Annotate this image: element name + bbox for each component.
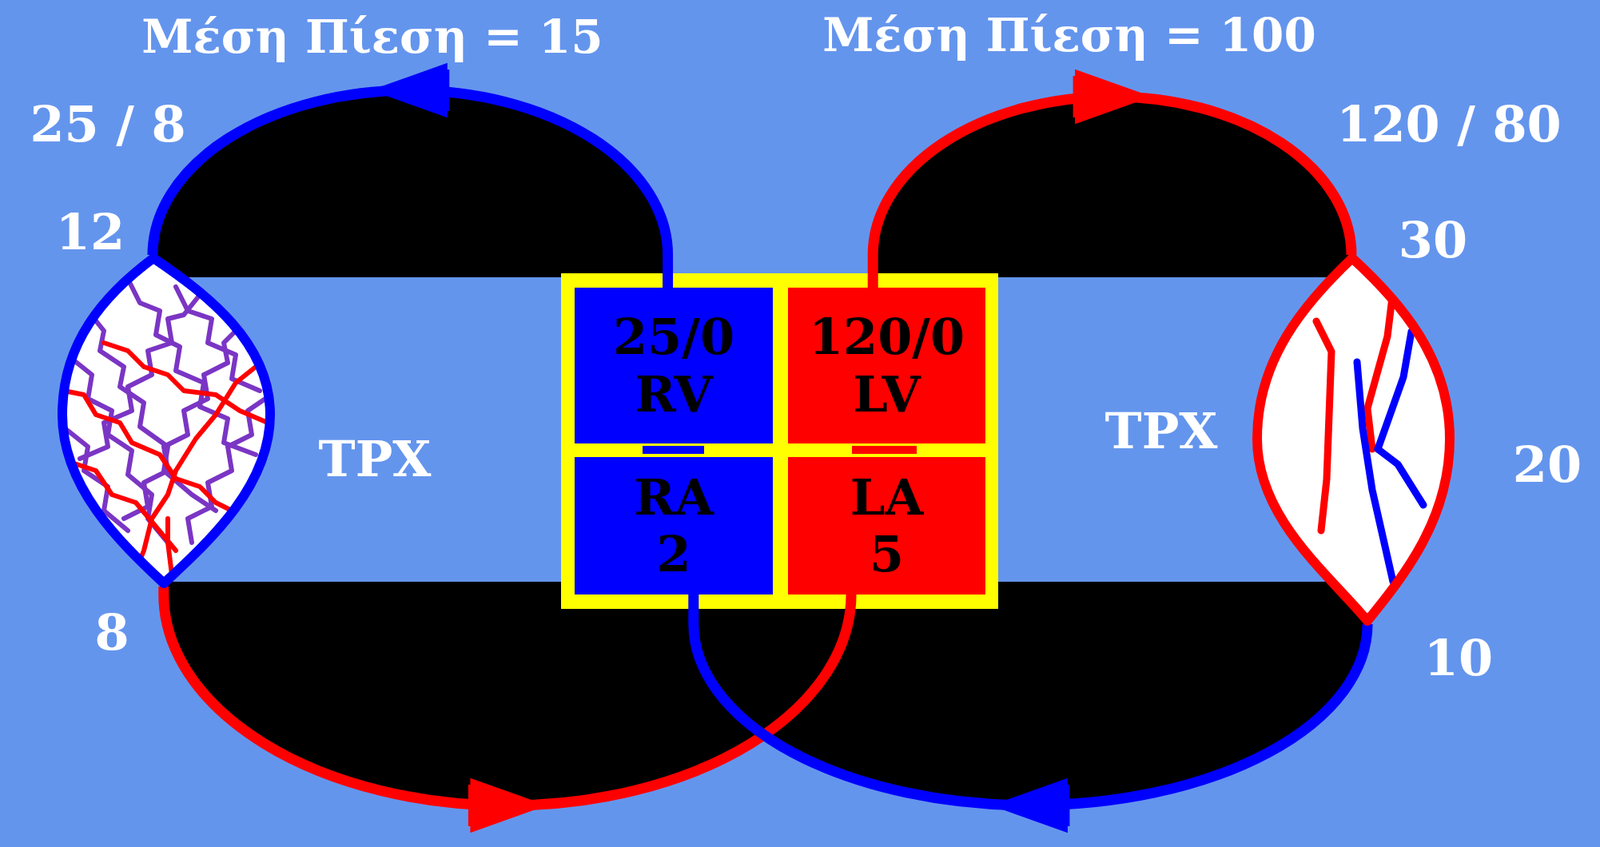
heart-chamber: 25/0RV — [574, 287, 773, 444]
heart-chamber: LA5 — [788, 457, 986, 595]
node-outline — [1253, 254, 1454, 625]
node-label: ΤΡΧ — [318, 434, 432, 485]
loop-fill — [872, 96, 1353, 278]
vessel-line — [872, 96, 1352, 288]
arrow-tick — [442, 69, 450, 112]
arrowhead — [471, 780, 544, 832]
pressure-value: 12 — [55, 207, 125, 258]
systemic-capillaries — [1257, 258, 1450, 621]
arrowhead — [374, 64, 446, 116]
arrow-tick — [1073, 75, 1080, 118]
lung-capillaries — [62, 258, 271, 584]
outline-path — [62, 258, 271, 584]
chamber-text: 2 — [656, 525, 691, 583]
outline-path — [1257, 258, 1450, 621]
chamber-text: RA — [633, 469, 714, 526]
vessel-line — [163, 586, 852, 806]
pressure-value: 20 — [1512, 440, 1582, 490]
heart-chamber: 120/0LV — [788, 287, 986, 444]
vessel-line — [152, 90, 669, 288]
chamber-text: LV — [852, 366, 920, 423]
pressure-value: 8 — [94, 608, 129, 658]
arrowhead — [994, 780, 1067, 832]
vessel-line — [693, 594, 1368, 806]
node-label: ΤΡΧ — [1105, 406, 1218, 457]
pressure-value: 30 — [1398, 215, 1468, 266]
heart-frame — [561, 273, 999, 609]
loop-fill — [693, 581, 1368, 806]
valve-mark — [642, 445, 705, 454]
heart-chamber: RA2 — [574, 457, 773, 595]
pressure-value: 10 — [1424, 633, 1493, 684]
vessel-connector — [872, 71, 1352, 288]
node-outline — [55, 254, 276, 587]
pressure-value: 120 / 80 — [1336, 99, 1562, 150]
chamber-text: RV — [634, 366, 713, 423]
chamber-text: LA — [850, 469, 924, 526]
vessel-connector — [152, 64, 669, 288]
arrow-tick — [468, 784, 475, 827]
chamber-text: 25/0 — [612, 308, 735, 366]
chamber-text: 5 — [869, 525, 904, 583]
vessel-connector — [163, 586, 852, 832]
loop-fill — [153, 90, 669, 278]
capillary-bed: ΤΡΧ — [55, 254, 276, 587]
mean-pressure-title: Μέση Πίεση = 15 — [141, 13, 603, 60]
chamber-text: 120/0 — [808, 308, 965, 366]
pressure-value: 25 / 8 — [29, 99, 186, 150]
capillary-bed: ΤΡΧ — [1253, 254, 1454, 625]
mean-pressure-title: Μέση Πίεση = 100 — [822, 11, 1317, 59]
valve-mark — [851, 445, 917, 454]
arrow-tick — [1062, 784, 1070, 827]
vessel-connector — [693, 594, 1368, 832]
arrowhead — [1076, 71, 1149, 123]
